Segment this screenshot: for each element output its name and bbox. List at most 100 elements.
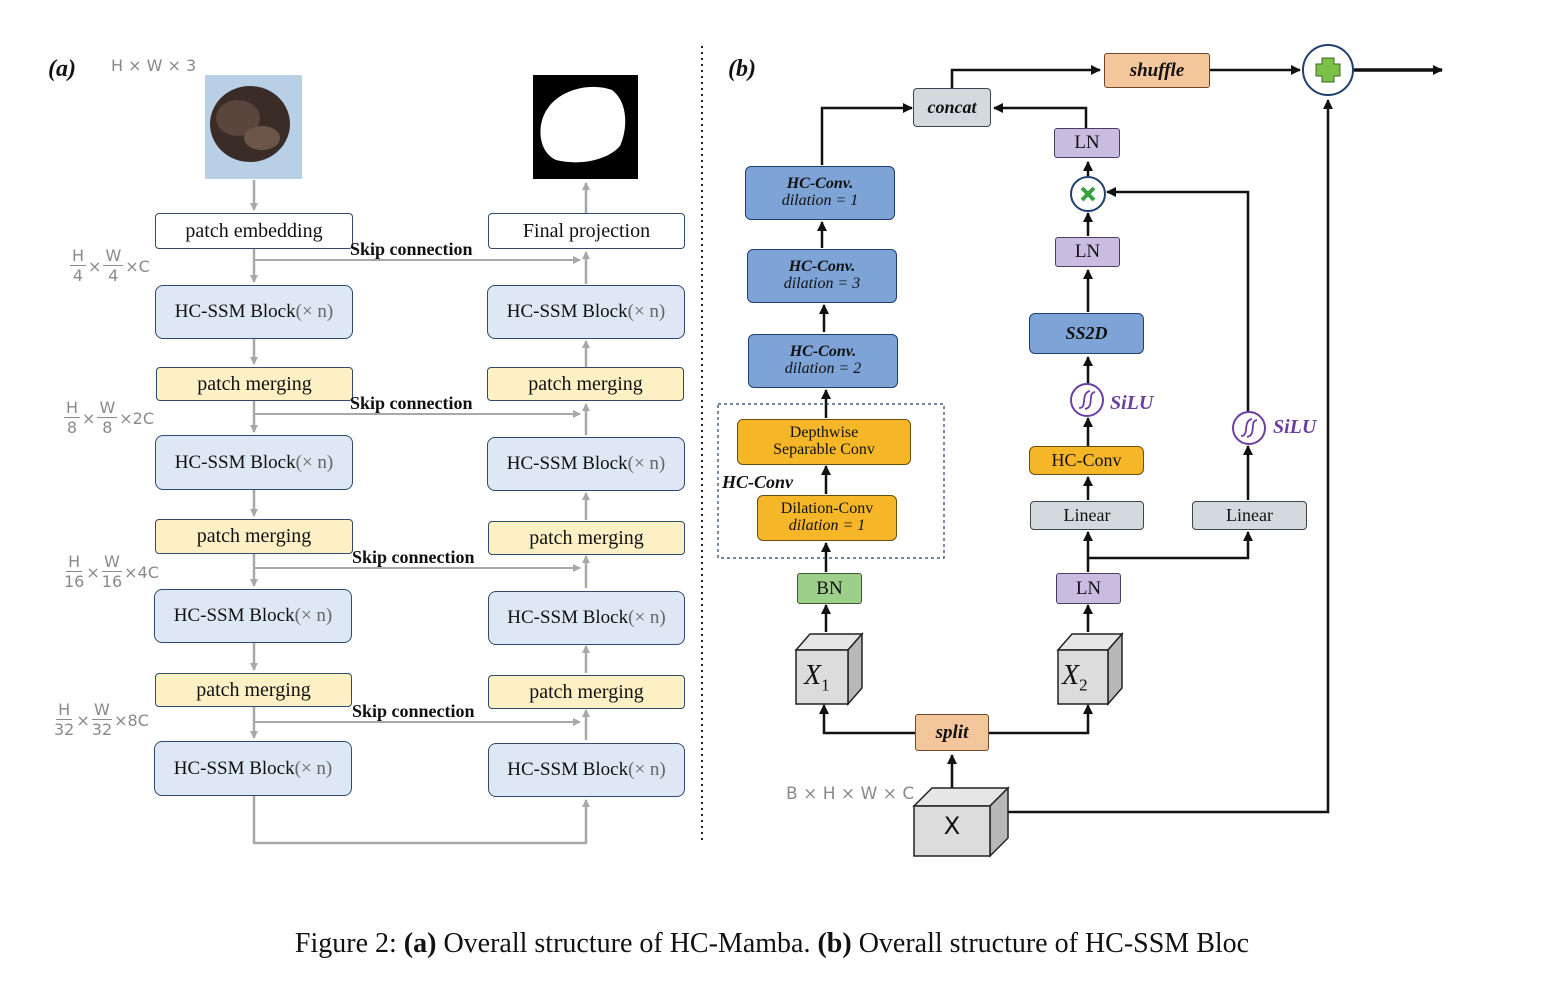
block-label: HC-SSM Block (174, 451, 296, 473)
caption-a-text: Overall structure of HC-Mamba. (436, 928, 818, 959)
figure-caption: Figure 2: (a) Overall structure of HC-Ma… (0, 928, 1544, 960)
encoder-block-3: HC-SSM Block(× n) (154, 589, 352, 643)
panel-b-label: (b) (728, 56, 756, 82)
block-label: HC-SSM Block (174, 301, 296, 323)
skip-label-4: Skip connection (352, 701, 475, 721)
dim-num: H (66, 552, 83, 572)
concat-box: concat (913, 88, 991, 127)
dim-num: W (92, 700, 112, 720)
dilation-conv-box: Dilation-Conv dilation = 1 (757, 495, 897, 541)
x1-base: X (804, 660, 822, 691)
dilation-label: dilation = 3 (783, 275, 861, 292)
x1-sub: 1 (821, 675, 830, 695)
hc-conv-group-label: HC-Conv (722, 472, 794, 492)
dim-num: H (70, 246, 87, 266)
encoder-arrows (250, 180, 590, 845)
hc-conv-d2-box: HC-Conv. dilation = 2 (748, 334, 898, 388)
dim-den: 8 (102, 418, 113, 437)
linear-right-box: Linear (1192, 501, 1307, 530)
dim-den: 16 (64, 572, 85, 591)
x-label: X (943, 812, 961, 840)
dim-chan: 8C (127, 710, 149, 730)
skip-label-1: Skip connection (350, 239, 473, 259)
x1-cube-shape (794, 632, 864, 706)
x2-sub: 2 (1079, 675, 1088, 695)
caption-b-text: Overall structure of HC-SSM Bloc (851, 928, 1250, 959)
depthwise-conv-box: Depthwise Separable Conv (737, 419, 911, 465)
dim-den: 4 (72, 266, 84, 285)
add-node (1302, 44, 1354, 96)
dim-num: W (103, 246, 124, 266)
x-cube-shape (912, 786, 1010, 858)
decoder-merging-1: patch merging (487, 367, 684, 401)
caption-b-tag: (b) (817, 928, 852, 959)
times-sign: × (124, 562, 138, 582)
times-sign: × (114, 710, 128, 730)
times-sign: × (125, 256, 139, 276)
x2-label: X2 (1062, 660, 1088, 696)
block-label: HC-SSM Block (507, 759, 629, 781)
skip-arrows (254, 256, 581, 726)
hc-conv-title: HC-Conv. (789, 343, 857, 361)
dim-num: W (97, 398, 118, 418)
depthwise-line-2: Separable Conv (773, 441, 875, 458)
block-suffix: (× n) (295, 301, 334, 323)
dim-den: 32 (54, 720, 75, 739)
decoder-merging-3: patch merging (488, 675, 685, 709)
x2-base: X (1062, 660, 1080, 691)
hc-conv-right-box: HC-Conv (1029, 446, 1144, 475)
dim-num: H (56, 700, 73, 720)
encoder-merging-3: patch merging (155, 673, 352, 707)
dim-chan: 2C (132, 408, 155, 428)
skip-label-2: Skip connection (350, 393, 473, 413)
patch-embedding-box: patch embedding (155, 213, 353, 249)
dim-den: 16 (101, 572, 123, 591)
hc-conv-group-border (717, 403, 945, 559)
caption-a-tag: (a) (403, 928, 437, 959)
silu-icon-2 (1232, 411, 1266, 445)
block-suffix: (× n) (294, 605, 333, 627)
block-suffix: (× n) (628, 607, 666, 629)
dim-den: 32 (91, 720, 113, 739)
linear-left-box: Linear (1030, 501, 1144, 530)
encoder-block-2: HC-SSM Block(× n) (155, 435, 353, 490)
x1-label: X1 (804, 660, 830, 696)
output-mask-image (533, 75, 638, 179)
decoder-block-4: HC-SSM Block(× n) (488, 743, 685, 797)
decoder-block-3: HC-SSM Block(× n) (488, 591, 685, 645)
depthwise-line-1: Depthwise (789, 424, 859, 442)
dilation-conv-line-1: Dilation-Conv (780, 500, 874, 518)
times-sign: × (119, 408, 133, 428)
encoder-block-4: HC-SSM Block(× n) (154, 741, 352, 796)
decoder-merging-2: patch merging (488, 521, 685, 555)
times-sign: × (88, 256, 102, 276)
x2-cube-shape (1056, 632, 1124, 706)
times-sign: × (82, 408, 96, 428)
block-label: HC-SSM Block (506, 453, 628, 475)
dilation-label: dilation = 2 (784, 360, 862, 377)
times-sign: × (76, 710, 90, 730)
multiply-node (1070, 176, 1106, 212)
hc-conv-d3-box: HC-Conv. dilation = 3 (747, 249, 897, 303)
bn-box: BN (797, 573, 862, 604)
encoder-merging-2: patch merging (155, 519, 353, 554)
input-dims: H × W × 3 (111, 56, 197, 75)
final-projection-box: Final projection (488, 213, 685, 249)
dim-den: 8 (66, 418, 78, 437)
dilation-label: dilation = 1 (781, 192, 859, 209)
dim-num: W (102, 552, 122, 572)
split-box: split (915, 714, 989, 751)
block-suffix: (× n) (294, 757, 333, 779)
dim-chan: C (138, 256, 150, 276)
block-suffix: (× n) (295, 451, 334, 473)
decoder-block-1: HC-SSM Block(× n) (487, 285, 685, 339)
block-label: HC-SSM Block (173, 605, 295, 627)
hc-conv-d1-box: HC-Conv. dilation = 1 (745, 166, 895, 220)
dim-chan: 4C (137, 562, 159, 582)
hc-conv-title: HC-Conv. (786, 175, 854, 193)
caption-prefix: Figure 2: (294, 928, 404, 959)
